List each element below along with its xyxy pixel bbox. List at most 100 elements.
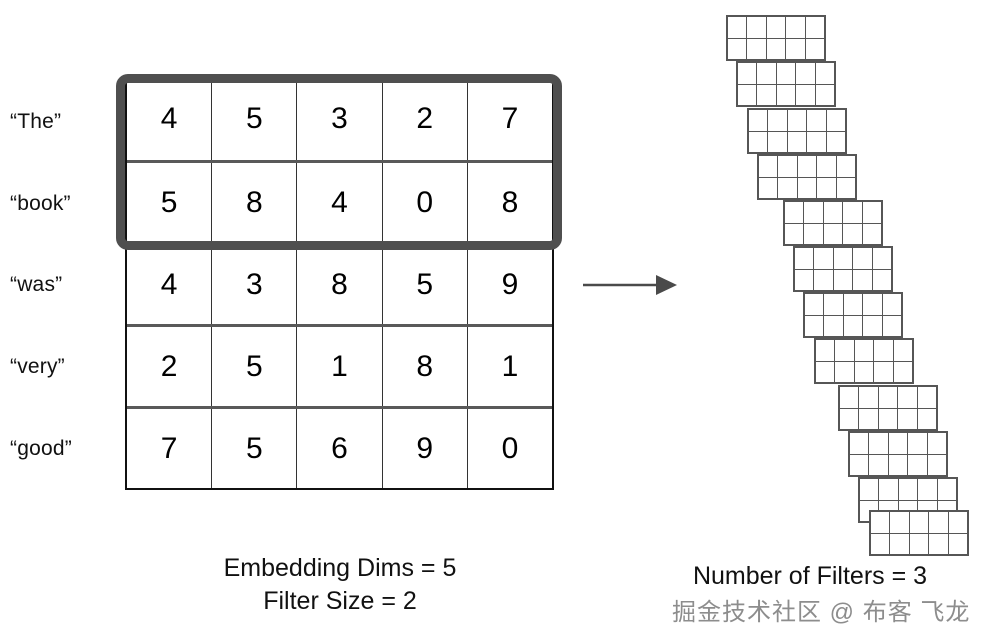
matrix-cell: 8	[381, 327, 467, 406]
filter-cell	[868, 455, 888, 475]
filter-row	[816, 361, 913, 382]
matrix-cell: 7	[466, 78, 553, 160]
table-row: 2 5 1 8 1	[127, 324, 553, 406]
filter-grid	[838, 385, 938, 431]
filter-cell	[785, 202, 804, 223]
table-row: 4 3 8 5 9	[127, 242, 553, 324]
filter-cell	[795, 248, 814, 269]
filter-cell	[816, 340, 835, 361]
filter-cell	[806, 110, 826, 131]
filter-row	[785, 202, 882, 223]
matrix-cell: 0	[466, 409, 553, 488]
filter-cell	[795, 85, 815, 105]
filter-cell	[822, 224, 843, 244]
filter-cell	[889, 512, 909, 533]
filter-row	[738, 84, 835, 105]
caption-filter-size: Filter Size = 2	[263, 587, 417, 615]
filter-cell	[786, 132, 807, 152]
filter-cell	[862, 294, 882, 315]
filter-cell	[947, 534, 968, 554]
filter-row	[759, 177, 856, 198]
matrix-cell: 9	[466, 245, 553, 324]
word-label-very: “very”	[10, 355, 65, 378]
filter-cell	[881, 294, 902, 315]
filter-cell	[777, 178, 797, 198]
word-label-good: “good”	[10, 437, 72, 460]
filter-row	[749, 110, 846, 131]
filter-cell	[785, 39, 805, 59]
filter-cell	[868, 433, 888, 454]
filter-cell	[871, 512, 890, 533]
filter-cell	[825, 110, 846, 131]
filter-cell	[805, 294, 824, 315]
arrow-icon	[580, 268, 680, 302]
embedding-matrix: 4 5 3 2 7 5 8 4 0 8 4 3 8 5 9 2 5 1 8 1	[125, 76, 554, 490]
filter-grid	[747, 108, 847, 154]
filter-cell	[765, 39, 786, 59]
filter-grid	[793, 246, 893, 292]
filter-row	[871, 533, 968, 554]
filter-cell	[765, 17, 786, 38]
matrix-cell: 0	[381, 163, 467, 242]
filter-cell	[926, 433, 947, 454]
matrix-cell: 5	[211, 78, 297, 160]
filter-row	[805, 315, 902, 336]
filter-cell	[835, 156, 856, 177]
filter-cell	[738, 85, 757, 105]
matrix-cell: 4	[127, 245, 212, 324]
matrix-cell: 2	[127, 327, 212, 406]
filter-grid	[783, 200, 883, 246]
filter-cell	[816, 156, 836, 177]
filter-cell	[889, 534, 909, 554]
filter-cell	[825, 132, 846, 152]
filter-cell	[759, 178, 778, 198]
filter-grid	[814, 338, 914, 384]
filter-cell	[840, 409, 859, 429]
filter-cell	[746, 39, 766, 59]
filter-row	[805, 294, 902, 315]
filter-cell	[850, 433, 869, 454]
filter-cell	[813, 248, 833, 269]
filter-cell	[785, 17, 805, 38]
filter-cell	[928, 512, 948, 533]
filter-cell	[861, 224, 882, 244]
filter-cell	[858, 387, 878, 408]
filter-cell	[804, 39, 825, 59]
filter-cell	[775, 85, 796, 105]
filter-cell	[897, 409, 917, 429]
filter-cell	[738, 63, 757, 84]
word-label-the: “The”	[10, 110, 62, 133]
matrix-cell: 5	[211, 327, 297, 406]
filter-cell	[908, 512, 929, 533]
filter-cell	[816, 362, 835, 382]
filter-cell	[908, 534, 929, 554]
matrix-cell: 4	[127, 78, 212, 160]
filter-cell	[785, 224, 804, 244]
filter-cell	[842, 316, 863, 336]
filter-grid	[736, 61, 836, 107]
filter-cell	[892, 362, 913, 382]
matrix-cell: 6	[296, 409, 382, 488]
filter-cell	[852, 270, 872, 290]
table-row: 7 5 6 9 0	[127, 406, 553, 488]
filter-cell	[823, 294, 843, 315]
filter-cell	[917, 479, 937, 500]
filter-cell	[804, 17, 825, 38]
filter-row	[840, 408, 937, 429]
filter-cell	[842, 202, 862, 223]
filter-cell	[786, 110, 807, 131]
filter-cell	[887, 455, 908, 475]
filter-cell	[907, 433, 927, 454]
filter-cell	[926, 455, 947, 475]
filter-cell	[728, 17, 747, 38]
filter-cell	[796, 156, 817, 177]
filter-row	[871, 512, 968, 533]
filter-row	[795, 269, 892, 290]
filter-row	[749, 131, 846, 152]
filter-cell	[756, 63, 776, 84]
filter-cell	[840, 387, 859, 408]
filter-cell	[878, 479, 898, 500]
filter-cell	[756, 85, 776, 105]
filter-row	[850, 433, 947, 454]
